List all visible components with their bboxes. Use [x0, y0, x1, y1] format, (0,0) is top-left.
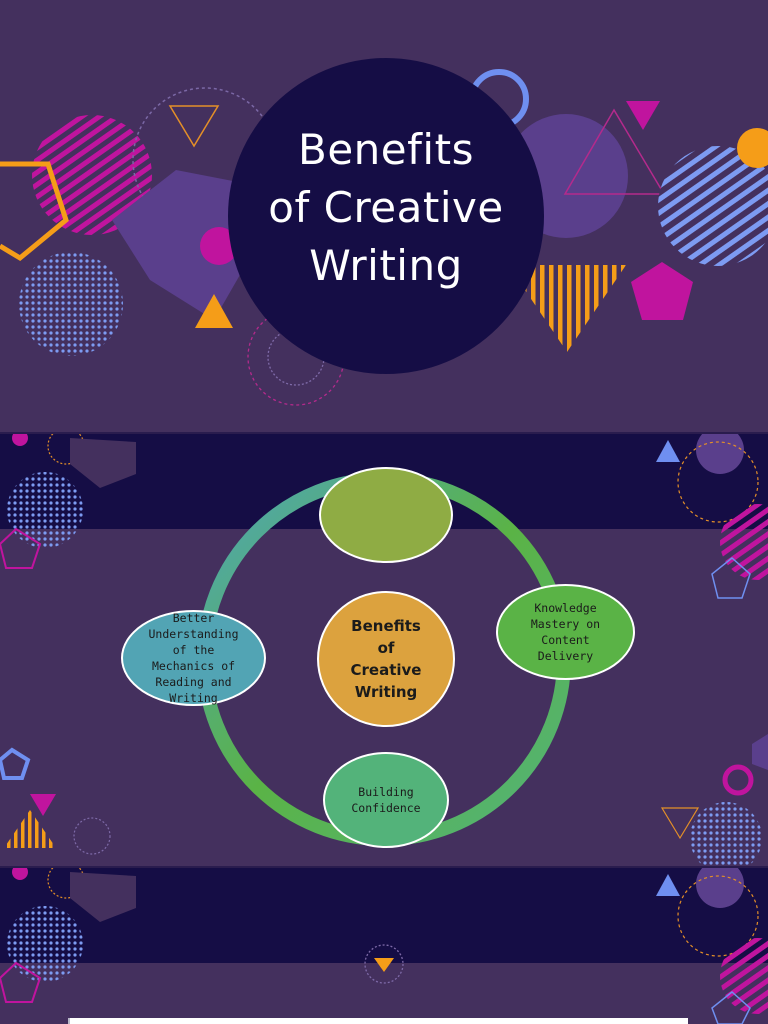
diagram-center-node: Benefits of Creative Writing — [317, 591, 455, 727]
diagram-node-bottom-text: Building Confidence — [351, 785, 421, 815]
slide-2-thumbnail[interactable]: Knowledge Mastery on Content Delivery Bu… — [0, 434, 768, 866]
slide-1-thumbnail[interactable]: Benefits of Creative Writing — [0, 0, 768, 432]
slide-1-decorations — [0, 69, 768, 406]
slide-title-line-1: Benefits — [298, 125, 474, 174]
diagram-node-top — [319, 467, 453, 563]
diagram-node-building-confidence: Building Confidence — [323, 752, 449, 848]
diagram-node-right-text: Knowledge Mastery on Content Delivery — [530, 601, 601, 663]
diagram-node-left-text: Better Understanding of the Mechanics of… — [148, 611, 239, 705]
slide-2-decorations — [0, 434, 768, 866]
slide-title: Benefits of Creative Writing — [268, 121, 503, 295]
slide-title-line-2: of Creative — [268, 183, 504, 232]
slide-3-decorations — [0, 868, 768, 1024]
diagram-center-line-4: Writing — [354, 683, 418, 701]
diagram-node-knowledge-mastery: Knowledge Mastery on Content Delivery — [496, 584, 635, 680]
title-circle: Benefits of Creative Writing — [228, 58, 544, 374]
diagram-center-line-1: Benefits — [351, 617, 421, 635]
diagram-center-line-3: Creative — [350, 661, 422, 679]
diagram-center-line-2: of — [377, 639, 395, 657]
slide-title-line-3: Writing — [309, 241, 463, 290]
content-box-edge — [68, 1018, 688, 1024]
diagram-node-better-understanding: Better Understanding of the Mechanics of… — [121, 610, 266, 706]
slide-3-thumbnail[interactable] — [0, 868, 768, 1024]
